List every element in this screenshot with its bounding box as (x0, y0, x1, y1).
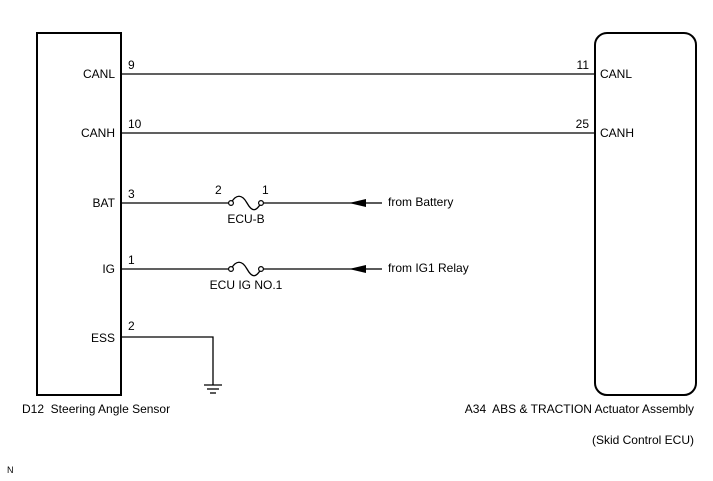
terminal-label-canh-right: CANH (600, 126, 634, 140)
fuse-ecu-ig-terminal-left (228, 266, 235, 273)
pin-number-2: 2 (128, 319, 135, 333)
fuse-ecu-ig-terminal-right (258, 266, 265, 273)
skid-control-ecu-box (594, 32, 697, 396)
pin-number-1: 1 (128, 253, 135, 267)
corner-mark: N (7, 465, 14, 475)
terminal-label-canl-right: CANL (600, 67, 632, 81)
fuse-ecu-ig-no1-symbol (230, 261, 262, 277)
ground-icon (204, 384, 222, 394)
ess-ground-wire (121, 336, 214, 385)
pin-number-11: 11 (577, 58, 590, 72)
fuse-ecu-b-label: ECU-B (227, 212, 264, 226)
fuse-ecu-ig-no1-label: ECU IG NO.1 (210, 278, 283, 292)
terminal-label-bat: BAT (93, 196, 116, 210)
fuse-ecu-b-pin-left: 2 (215, 183, 222, 197)
left-component-caption: D12 Steering Angle Sensor (22, 402, 170, 416)
terminal-label-canl-left: CANL (83, 67, 115, 81)
fuse-ecu-b-terminal-left (228, 200, 235, 207)
ig1-relay-arrow-icon (349, 265, 366, 273)
pin-number-25: 25 (576, 117, 590, 131)
fuse-ecu-b-pin-right: 1 (262, 183, 269, 197)
terminal-label-ig: IG (102, 262, 115, 276)
terminal-label-ess: ESS (91, 331, 115, 345)
pin-number-10: 10 (128, 117, 142, 131)
right-component-subcaption: (Skid Control ECU) (592, 433, 694, 447)
from-battery-label: from Battery (388, 195, 453, 209)
pin-number-9: 9 (128, 58, 135, 72)
fuse-ecu-b-terminal-right (258, 200, 265, 207)
steering-angle-sensor-box (36, 32, 122, 396)
battery-arrow-icon (349, 199, 366, 207)
terminal-label-canh-left: CANH (81, 126, 115, 140)
from-ig1-relay-label: from IG1 Relay (388, 261, 469, 275)
right-component-caption: A34 ABS & TRACTION Actuator Assembly (465, 402, 694, 416)
fuse-ecu-b-symbol (230, 195, 262, 211)
pin-number-3: 3 (128, 187, 135, 201)
